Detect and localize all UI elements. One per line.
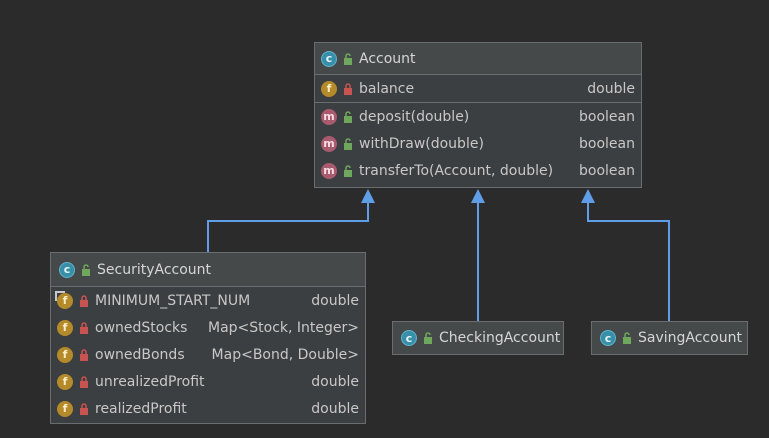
account-methods: m deposit(double) boolean m withDraw(dou… bbox=[315, 102, 641, 184]
public-lock-icon bbox=[344, 110, 352, 123]
field-name: unrealizedProfit bbox=[95, 373, 205, 390]
field-name: balance bbox=[359, 80, 415, 97]
method-row[interactable]: m deposit(double) boolean bbox=[315, 103, 641, 130]
public-lock-icon bbox=[344, 52, 352, 65]
saving-account-header: c SavingAccount bbox=[592, 322, 747, 354]
method-name: withDraw(double) bbox=[359, 135, 484, 152]
class-title: SavingAccount bbox=[638, 330, 742, 346]
class-icon: c bbox=[59, 261, 75, 278]
field-type: double bbox=[311, 292, 359, 309]
field-icon: f bbox=[57, 346, 73, 363]
class-title: Account bbox=[359, 50, 416, 67]
method-icon: m bbox=[321, 162, 337, 179]
public-lock-icon bbox=[344, 164, 352, 177]
class-icon: c bbox=[401, 330, 417, 346]
field-type: double bbox=[311, 373, 359, 390]
field-row[interactable]: f ownedStocks Map<Stock, Integer> bbox=[51, 314, 365, 341]
field-row[interactable]: f ownedBonds Map<Bond, Double> bbox=[51, 341, 365, 368]
field-type: double bbox=[311, 400, 359, 417]
method-icon: m bbox=[321, 108, 337, 125]
edge-saving-to-account bbox=[587, 200, 670, 321]
saving-account-class-node[interactable]: c SavingAccount bbox=[591, 321, 748, 355]
private-lock-icon bbox=[80, 375, 88, 388]
field-icon: f bbox=[57, 400, 73, 417]
field-name: ownedBonds bbox=[95, 346, 185, 363]
checking-account-header: c CheckingAccount bbox=[393, 322, 563, 354]
method-type: boolean bbox=[579, 135, 635, 152]
field-name: realizedProfit bbox=[95, 400, 187, 417]
private-lock-icon bbox=[80, 321, 88, 334]
class-title: SecurityAccount bbox=[97, 261, 212, 278]
class-icon: c bbox=[321, 50, 337, 67]
method-row[interactable]: m transferTo(Account, double) boolean bbox=[315, 157, 641, 184]
security-account-header: c SecurityAccount bbox=[51, 253, 365, 287]
arrowhead-security bbox=[361, 189, 375, 203]
private-lock-icon bbox=[80, 402, 88, 415]
security-account-class-node[interactable]: c SecurityAccount f MINIMUM_START_NUM do… bbox=[50, 252, 366, 424]
method-type: boolean bbox=[579, 108, 635, 125]
field-row[interactable]: f MINIMUM_START_NUM double bbox=[51, 287, 365, 314]
public-lock-icon bbox=[623, 332, 631, 344]
method-icon: m bbox=[321, 135, 337, 152]
field-type: double bbox=[587, 80, 635, 97]
private-lock-icon bbox=[80, 294, 88, 307]
field-type: Map<Stock, Integer> bbox=[207, 319, 359, 336]
private-lock-icon bbox=[344, 82, 352, 95]
field-icon: f bbox=[57, 319, 73, 336]
field-type: Map<Bond, Double> bbox=[211, 346, 359, 363]
private-lock-icon bbox=[80, 348, 88, 361]
method-name: deposit(double) bbox=[359, 108, 470, 125]
checking-account-class-node[interactable]: c CheckingAccount bbox=[392, 321, 564, 355]
class-title: CheckingAccount bbox=[439, 330, 561, 346]
account-header: c Account bbox=[315, 43, 641, 75]
field-icon: f bbox=[321, 80, 337, 97]
security-account-fields: f MINIMUM_START_NUM double f ownedStocks… bbox=[51, 287, 365, 422]
account-fields: f balance double bbox=[315, 75, 641, 102]
edge-security-to-account bbox=[207, 200, 369, 252]
method-name: transferTo(Account, double) bbox=[359, 162, 554, 179]
arrowhead-checking bbox=[471, 189, 485, 203]
field-icon: f bbox=[57, 373, 73, 390]
method-row[interactable]: m withDraw(double) boolean bbox=[315, 130, 641, 157]
account-class-node[interactable]: c Account f balance double m deposit(dou… bbox=[314, 42, 642, 188]
public-lock-icon bbox=[344, 137, 352, 150]
field-row[interactable]: f unrealizedProfit double bbox=[51, 368, 365, 395]
method-type: boolean bbox=[579, 162, 635, 179]
public-lock-icon bbox=[424, 332, 432, 344]
field-name: ownedStocks bbox=[95, 319, 188, 336]
field-name: MINIMUM_START_NUM bbox=[95, 292, 251, 309]
field-row[interactable]: f balance double bbox=[315, 75, 641, 102]
field-row[interactable]: f realizedProfit double bbox=[51, 395, 365, 422]
class-icon: c bbox=[600, 330, 616, 346]
public-lock-icon bbox=[82, 263, 90, 276]
static-field-icon: f bbox=[55, 290, 73, 309]
arrowhead-saving bbox=[581, 189, 595, 203]
